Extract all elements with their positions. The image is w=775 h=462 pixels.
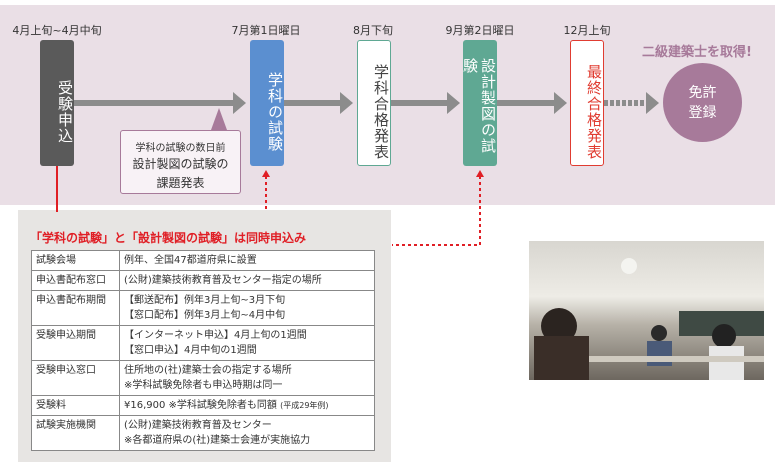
final-line: 免許	[688, 84, 717, 101]
callout-small: 学科の試験の数日前	[135, 143, 226, 154]
arrow-head	[447, 92, 460, 114]
table-row: 試験実施機関(公財)建築技術教育普及センター※各都道府県の(社)建築士会連が実施…	[31, 415, 375, 451]
row-value: 住所地の(社)建築士会の指定する場所※学科試験免除者も申込時期は同一	[119, 360, 375, 396]
arrow-head	[233, 92, 246, 114]
step-academic-exam: 学科の試験	[250, 40, 284, 166]
row-value: (公財)建築技術教育普及センター※各都道府県の(社)建築士会連が実施協力	[119, 415, 375, 451]
row-value: (公財)建築技術教育普及センター指定の場所	[119, 270, 375, 291]
row-key: 申込書配布窓口	[31, 270, 120, 291]
arrow-head	[554, 92, 567, 114]
row-value: 【郵送配布】例年3月上旬~3月下旬【窓口配布】例年3月上旬~4月中旬	[119, 290, 375, 326]
arrow-head	[340, 92, 353, 114]
row-value: 例年、全国47都道府県に設置	[119, 250, 375, 271]
step-academic-results: 学科合格発表	[357, 40, 391, 166]
row-key: 受験料	[31, 395, 120, 416]
step-date: 9月第2日曜日	[445, 24, 515, 37]
row-value: ¥16,900 ※学科試験免除者も同額 (平成29年例)	[119, 395, 375, 416]
row-key: 受験申込期間	[31, 325, 120, 361]
arrow	[283, 100, 341, 106]
final-line: 登録	[688, 104, 717, 121]
table-row: 申込書配布期間【郵送配布】例年3月上旬~3月下旬【窓口配布】例年3月上旬~4月中…	[31, 290, 375, 326]
license-registration: 免許登録	[663, 63, 742, 142]
row-key: 試験会場	[31, 250, 120, 271]
step-date: 7月第1日曜日	[231, 24, 301, 37]
goal-text: 二級建築士を取得!	[642, 45, 752, 60]
table-row: 申込書配布窓口(公財)建築技術教育普及センター指定の場所	[31, 270, 375, 291]
classroom-illustration	[534, 258, 764, 380]
table-row: 受験申込期間【インターネット申込】4月上旬の1週間【窓口申込】4月中旬の1週間	[31, 325, 375, 361]
callout-line: 設計製図の試験の	[132, 157, 229, 171]
step-date: 12月上旬	[563, 24, 611, 37]
design-task-callout: 学科の試験の数日前 設計製図の試験の 課題発表	[120, 130, 241, 194]
classroom-photo	[529, 241, 764, 380]
step-date: 4月上旬~4月中旬	[12, 24, 102, 37]
table-row: 試験会場例年、全国47都道府県に設置	[31, 250, 375, 271]
dotted-arrow	[604, 100, 646, 106]
step-design-exam: 設計製図の試験	[461, 40, 497, 166]
row-key: 申込書配布期間	[31, 290, 120, 326]
info-title: 「学科の試験」と「設計製図の試験」は同時申込み	[30, 231, 307, 245]
row-key: 受験申込窓口	[31, 360, 120, 396]
callout-line: 課題発表	[156, 176, 205, 190]
callout-pointer	[211, 108, 227, 130]
row-key: 試験実施機関	[31, 415, 120, 451]
table-row: 受験料¥16,900 ※学科試験免除者も同額 (平成29年例)	[31, 395, 375, 416]
arrow	[390, 100, 448, 106]
table-row: 受験申込窓口住所地の(社)建築士会の指定する場所※学科試験免除者も申込時期は同一	[31, 360, 375, 396]
arrow	[497, 100, 555, 106]
arrow	[74, 100, 234, 106]
step-application: 受験申込	[40, 40, 74, 166]
row-value: 【インターネット申込】4月上旬の1週間【窓口申込】4月中旬の1週間	[119, 325, 375, 361]
step-final-results: 最終合格発表	[570, 40, 604, 166]
arrow-head	[646, 92, 659, 114]
info-table: 試験会場例年、全国47都道府県に設置 申込書配布窓口(公財)建築技術教育普及セン…	[31, 250, 375, 451]
step-date: 8月下旬	[353, 24, 393, 37]
